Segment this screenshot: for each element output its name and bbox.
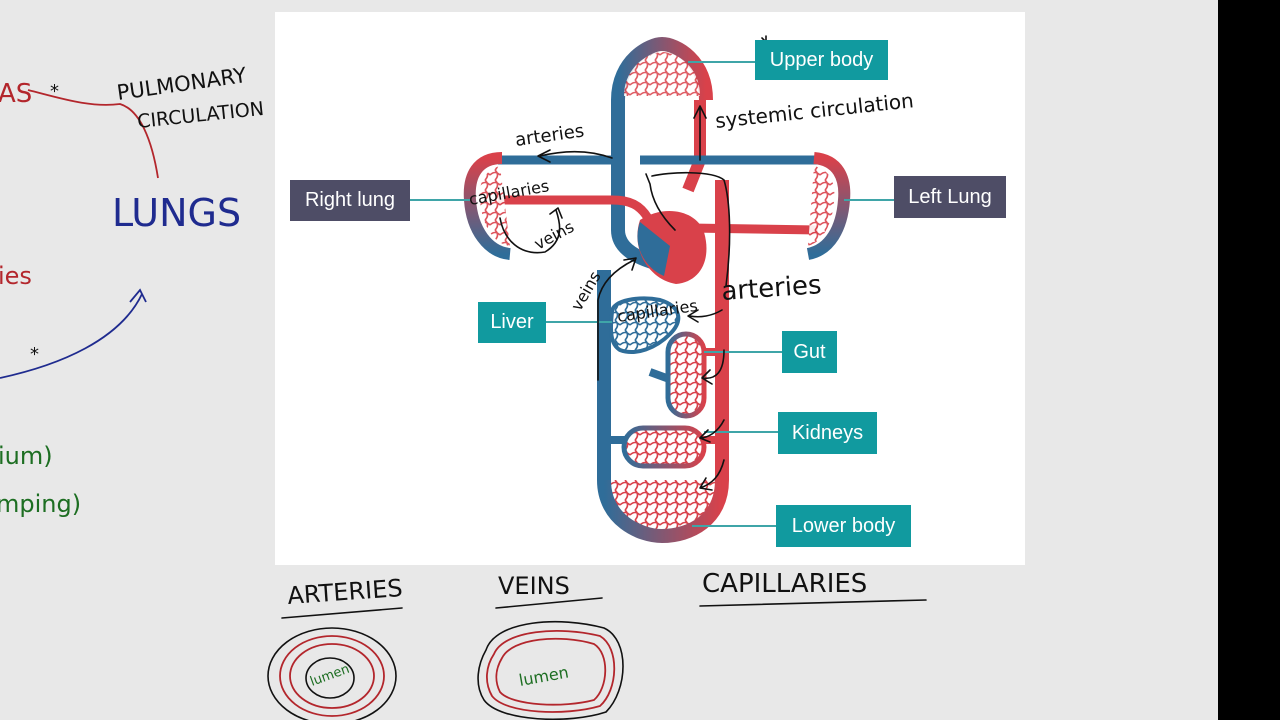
note-fragment-ium: ium): [0, 442, 53, 470]
annotation-arteries-right: arteries: [720, 270, 822, 307]
label-lower-body: Lower body: [776, 505, 911, 547]
header-arteries: ARTERIES: [286, 574, 403, 610]
annotation-veins-lung: veins: [531, 217, 577, 254]
note-fragment-as: AS: [0, 79, 32, 109]
label-right-lung: Right lung: [290, 180, 410, 221]
header-capillaries: CAPILLARIES: [702, 569, 867, 599]
label-lumen-vein: lumen: [517, 663, 570, 690]
note-star-1: *: [50, 81, 59, 102]
liver-capillaries: [609, 296, 681, 354]
label-gut: Gut: [782, 331, 837, 373]
label-connectors: [410, 61, 894, 527]
note-lungs: LUNGS: [112, 191, 241, 235]
note-star-2: *: [30, 344, 39, 365]
upper-body-capillaries: [611, 36, 713, 101]
annotation-arteries-top: arteries: [514, 120, 586, 150]
note-fragment-mping: mping): [0, 490, 81, 518]
kidney-capillaries: [621, 425, 707, 469]
gut-capillaries: [665, 331, 707, 419]
annotation-systemic-circulation: systemic circulation: [714, 88, 915, 133]
black-side-bar: [1218, 0, 1280, 720]
label-lumen-artery: lumen: [308, 662, 351, 690]
heart: [637, 210, 707, 284]
left-lung-capillaries: [806, 152, 851, 260]
blue-curve-arrow: [0, 293, 143, 379]
label-liver: Liver: [478, 302, 546, 343]
label-upper-body: Upper body: [755, 40, 888, 80]
blue-arrow-head: [129, 288, 147, 303]
note-fragment-ies: ies: [0, 262, 32, 290]
label-kidneys: Kidneys: [778, 412, 877, 454]
header-veins: VEINS: [498, 572, 570, 600]
vein-cross-section: lumen: [477, 620, 624, 720]
vessel-headers: ARTERIES VEINS CAPILLARIES: [281, 569, 927, 619]
circulation-diagram-panel: [275, 12, 1025, 565]
artery-cross-section: lumen: [267, 627, 397, 720]
label-left-lung: Left Lung: [894, 176, 1006, 218]
red-connector-line: [27, 89, 159, 179]
lower-body-capillaries: [597, 479, 729, 544]
